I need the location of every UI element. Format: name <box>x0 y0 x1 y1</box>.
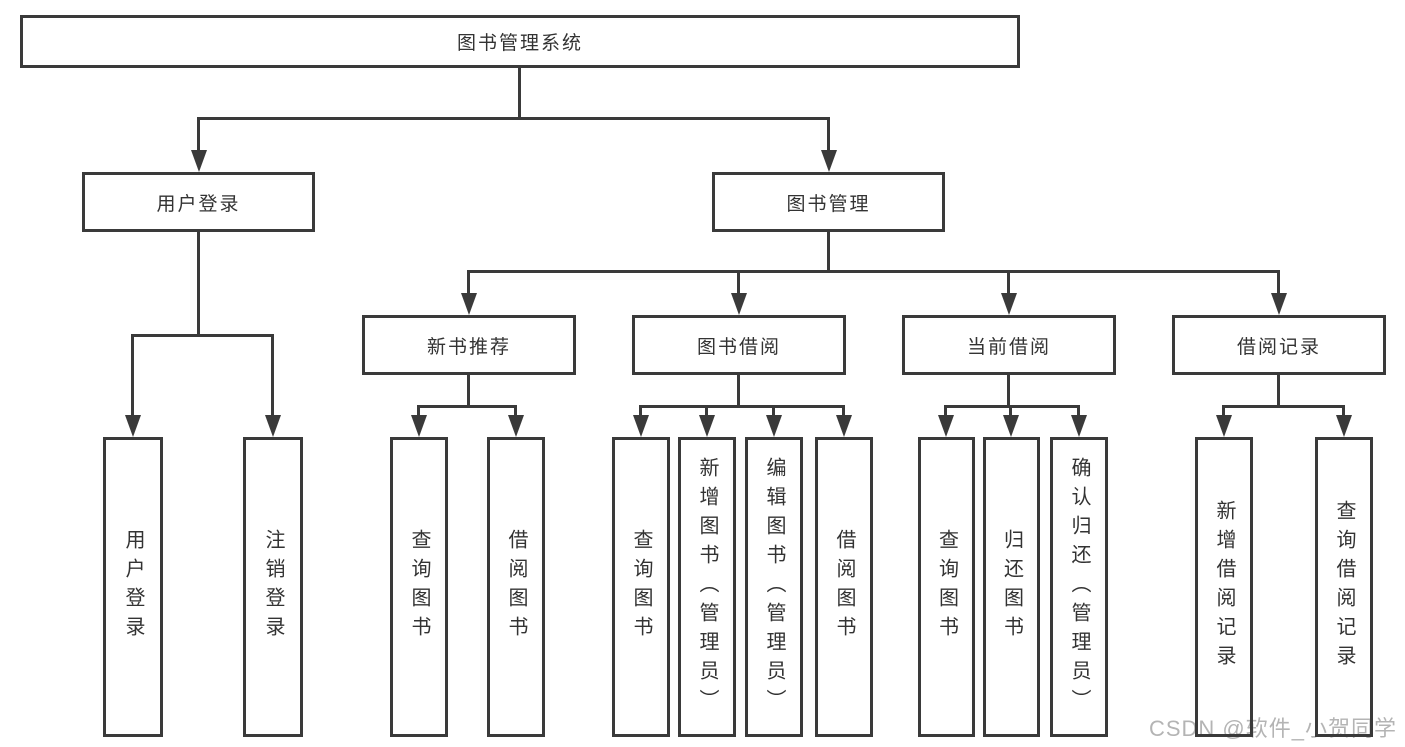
connector-line <box>944 405 947 415</box>
node-book-management-label: 图书管理 <box>786 193 871 215</box>
connector-line <box>514 405 517 415</box>
leaf-query-books: 查询图书 <box>612 437 670 737</box>
leaf-borrow-books-label: 借阅图书 <box>505 529 527 645</box>
leaf-borrow-books: 借阅图书 <box>487 437 545 737</box>
arrow-down-icon <box>731 293 747 315</box>
connector-line <box>518 66 521 119</box>
connector-line <box>639 405 642 415</box>
leaf-borrow-books-label: 借阅图书 <box>833 529 855 645</box>
leaf-add-books-admin: 新增图书（管理员） <box>678 437 736 737</box>
leaf-logout-label: 注销登录 <box>262 529 284 645</box>
connector-line <box>1277 373 1280 407</box>
connector-line <box>467 270 1280 273</box>
connector-line <box>417 405 517 408</box>
connector-line <box>1007 270 1010 293</box>
csdn-watermark: CSDN @软件_小贺同学 <box>1148 716 1397 741</box>
node-user-login-label: 用户登录 <box>156 193 241 215</box>
connector-line <box>772 405 775 415</box>
leaf-borrow-books: 借阅图书 <box>815 437 873 737</box>
leaf-add-borrow-record-label: 新增借阅记录 <box>1213 500 1235 674</box>
connector-line <box>842 405 845 415</box>
node-book-borrowing: 图书借阅 <box>632 315 846 375</box>
leaf-query-books-label: 查询图书 <box>408 529 430 645</box>
connector-line <box>1222 405 1345 408</box>
connector-line <box>1077 405 1080 415</box>
connector-line <box>1277 270 1280 293</box>
node-borrowing-records-label: 借阅记录 <box>1236 336 1321 358</box>
leaf-user-login-label: 用户登录 <box>122 529 144 645</box>
node-library-system-label: 图书管理系统 <box>456 33 583 54</box>
connector-line <box>467 270 470 293</box>
leaf-query-borrow-record-label: 查询借阅记录 <box>1333 500 1355 674</box>
leaf-logout: 注销登录 <box>243 437 303 737</box>
arrow-down-icon <box>1216 415 1232 437</box>
leaf-confirm-return-admin-label: 确认归还（管理员） <box>1068 456 1090 718</box>
arrow-down-icon <box>1336 415 1352 437</box>
arrow-down-icon <box>633 415 649 437</box>
connector-line <box>639 405 845 408</box>
node-new-book-recommendation: 新书推荐 <box>362 315 576 375</box>
leaf-query-books: 查询图书 <box>390 437 448 737</box>
leaf-edit-books-admin: 编辑图书（管理员） <box>745 437 803 737</box>
arrow-down-icon <box>265 415 281 437</box>
connector-line <box>737 373 740 407</box>
leaf-return-books: 归还图书 <box>983 437 1040 737</box>
connector-line <box>131 334 274 337</box>
connector-line <box>827 117 830 151</box>
arrow-down-icon <box>821 150 837 172</box>
connector-line <box>271 334 274 415</box>
leaf-edit-books-admin-label: 编辑图书（管理员） <box>763 456 785 718</box>
connector-line <box>944 405 1080 408</box>
arrow-down-icon <box>1071 415 1087 437</box>
leaf-query-books: 查询图书 <box>918 437 975 737</box>
leaf-query-books-label: 查询图书 <box>935 529 958 645</box>
leaf-add-books-admin-label: 新增图书（管理员） <box>696 456 718 718</box>
node-new-book-recommendation-label: 新书推荐 <box>426 336 511 358</box>
connector-line <box>197 230 200 336</box>
arrow-down-icon <box>1001 293 1017 315</box>
connector-line <box>705 405 708 415</box>
connector-line <box>737 270 740 293</box>
node-book-borrowing-label: 图书借阅 <box>696 336 781 358</box>
node-current-borrowing: 当前借阅 <box>902 315 1116 375</box>
arrow-down-icon <box>699 415 715 437</box>
connector-line <box>1007 373 1010 407</box>
arrow-down-icon <box>1003 415 1019 437</box>
arrow-down-icon <box>938 415 954 437</box>
connector-line <box>1222 405 1225 415</box>
connector-line <box>1009 405 1012 415</box>
connector-line <box>467 373 470 407</box>
leaf-return-books-label: 归还图书 <box>1000 529 1023 645</box>
node-borrowing-records: 借阅记录 <box>1172 315 1386 375</box>
arrow-down-icon <box>766 415 782 437</box>
node-current-borrowing-label: 当前借阅 <box>966 336 1051 358</box>
arrow-down-icon <box>411 415 427 437</box>
arrow-down-icon <box>125 415 141 437</box>
node-book-management: 图书管理 <box>712 172 945 232</box>
arrow-down-icon <box>508 415 524 437</box>
connector-line <box>197 117 200 151</box>
connector-line <box>131 334 134 415</box>
connector-line <box>417 405 420 415</box>
arrow-down-icon <box>1271 293 1287 315</box>
arrow-down-icon <box>191 150 207 172</box>
node-user-login: 用户登录 <box>82 172 315 232</box>
leaf-add-borrow-record: 新增借阅记录 <box>1195 437 1253 737</box>
connector-line <box>1342 405 1345 415</box>
arrow-down-icon <box>836 415 852 437</box>
connector-line <box>197 117 830 120</box>
leaf-user-login: 用户登录 <box>103 437 163 737</box>
leaf-query-books-label: 查询图书 <box>630 529 652 645</box>
connector-line <box>827 230 830 273</box>
arrow-down-icon <box>461 293 477 315</box>
node-library-system: 图书管理系统 <box>20 15 1020 68</box>
leaf-confirm-return-admin: 确认归还（管理员） <box>1050 437 1108 737</box>
leaf-query-borrow-record: 查询借阅记录 <box>1315 437 1373 737</box>
